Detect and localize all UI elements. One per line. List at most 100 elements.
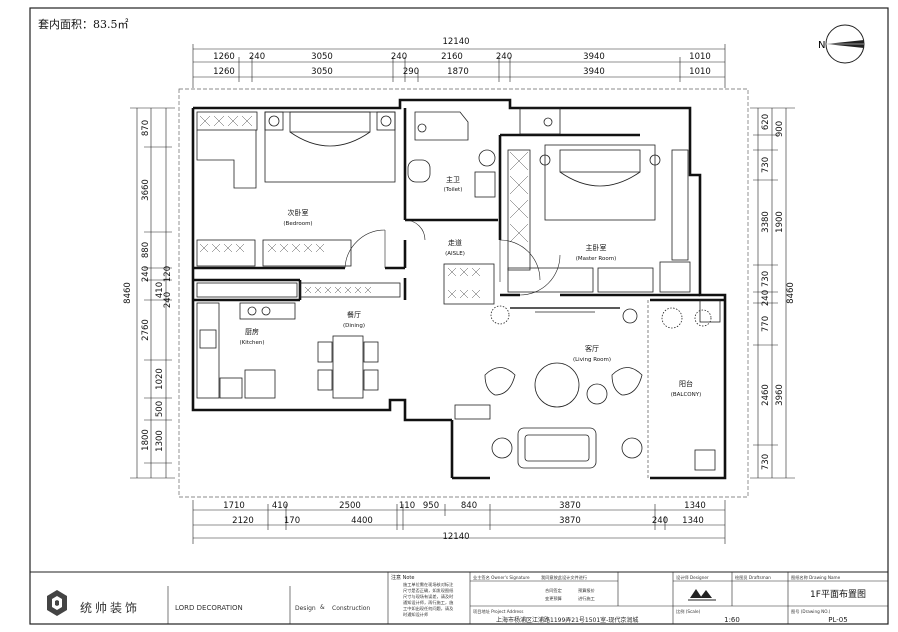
top-total: 12140 — [442, 37, 469, 47]
door-swings — [344, 219, 561, 296]
dim: 2760 — [141, 319, 151, 341]
top-dimension-labels: 12140 1260 240 3050 240 2160 240 3940 10… — [213, 37, 711, 77]
tagline-amp: & — [320, 604, 325, 611]
designer-label: 设计师 Designer — [676, 574, 709, 581]
notes-line: 通知设计师，再行施工，施 — [403, 599, 454, 606]
room-name-en: (Living Room) — [573, 357, 611, 363]
approve-text: 我同意按此设计文件进行 — [541, 574, 587, 581]
owner-signature-label: 业主签名 Owner's Signature — [473, 574, 530, 581]
dim: 3940 — [583, 52, 605, 62]
dim: 240 — [652, 516, 668, 526]
compass-icon: N — [818, 24, 865, 64]
dim: 1260 — [213, 67, 235, 77]
dim: 2460 — [761, 384, 771, 406]
dim: 730 — [761, 271, 771, 287]
project-address: 上海市杨浦区江浦路1199弄21号1501室-现代京润城 — [496, 616, 638, 624]
right-total: 8460 — [786, 282, 796, 304]
room-name: 厨房 — [245, 327, 259, 336]
dim: 2160 — [441, 52, 463, 62]
plan-border — [178, 88, 749, 498]
dim: 730 — [761, 157, 771, 173]
notes-line: 时通知设计师 — [403, 611, 428, 618]
draftsman-label: 绘图员 Draftsman — [735, 574, 771, 581]
dim: 950 — [423, 501, 439, 511]
dim: 240 — [163, 292, 173, 308]
dim: 2120 — [232, 516, 254, 526]
scale-value: 1:60 — [724, 616, 740, 624]
change-text: 变更预算 — [545, 595, 562, 602]
compass-label: N — [818, 40, 825, 51]
room-labels: 次卧室 (Bedroom) 主卫 (Toilet) 走道 (AISLE) 主卧室… — [240, 175, 702, 398]
dim: 3940 — [583, 67, 605, 77]
dim: 1340 — [684, 501, 706, 511]
dim: 1800 — [141, 429, 151, 451]
drawing-name: 1F平面布置图 — [810, 588, 866, 600]
dim: 3870 — [559, 501, 581, 511]
drawing-no-label: 图号 (Drawing NO.) — [791, 609, 831, 615]
logo-cn: 统帅装饰 — [80, 601, 140, 615]
tagline-design: Design — [295, 605, 316, 612]
dim: 900 — [775, 121, 785, 137]
notes-line: 施工单位需在现场核对标注 — [403, 581, 454, 588]
dim: 620 — [761, 114, 771, 130]
dim: 730 — [761, 454, 771, 470]
dim: 110 — [399, 501, 415, 511]
dim: 3660 — [141, 179, 151, 201]
dim: 1010 — [689, 52, 711, 62]
designer-signature-icon — [688, 589, 716, 601]
dim: 1260 — [213, 52, 235, 62]
room-name: 主卧室 — [586, 243, 607, 252]
budget-text: 预算报价 — [578, 587, 596, 594]
dim: 170 — [284, 516, 300, 526]
dim: 1020 — [155, 368, 165, 390]
dim: 1870 — [447, 67, 469, 77]
dim: 3050 — [311, 67, 333, 77]
dim: 2500 — [339, 501, 361, 511]
walls — [191, 98, 727, 480]
area-label: 套内面积：83.5㎡ — [38, 18, 129, 31]
room-name: 主卫 — [446, 175, 460, 184]
dimension-lines — [130, 44, 795, 544]
room-name-en: (Kitchen) — [240, 340, 265, 346]
dim: 1900 — [775, 211, 785, 233]
dim: 410 — [272, 501, 288, 511]
contract-text: 合同签定 — [545, 587, 562, 594]
project-address-label: 项目地址 Project Address — [473, 608, 523, 615]
dim: 240 — [496, 52, 512, 62]
dim: 3380 — [761, 211, 771, 233]
dim: 3870 — [559, 516, 581, 526]
dim: 870 — [141, 120, 151, 136]
notes-line: 尺寸与现场有误差，请及时 — [403, 593, 454, 600]
dim: 240 — [391, 52, 407, 62]
room-name: 次卧室 — [288, 208, 309, 217]
room-name: 餐厅 — [347, 310, 361, 319]
dim: 1300 — [155, 430, 165, 452]
room-name-en: (Toilet) — [444, 187, 463, 193]
build-text: 进行施工 — [578, 595, 595, 602]
tagline-construction: Construction — [332, 605, 370, 612]
dim: 240 — [141, 266, 151, 282]
bottom-dimension-labels: 1710 410 2500 110 950 840 3870 1340 2120… — [223, 501, 706, 542]
title-block: 统帅装饰 LORD DECORATION Design & Constructi… — [29, 571, 889, 625]
left-total: 8460 — [123, 282, 133, 304]
left-dimension-labels: 8460 870 3660 880 240 410 120 2760 1020 … — [123, 120, 173, 452]
dim: 880 — [141, 242, 151, 258]
dim: 240 — [249, 52, 265, 62]
notes-line: 尺寸是否正确，如发现图纸 — [403, 587, 454, 594]
room-name-en: (Master Room) — [576, 256, 617, 262]
room-name-en: (BALCONY) — [671, 392, 702, 398]
drawing-name-label: 图纸名称 Drawing Name — [791, 574, 841, 581]
room-name-en: (AISLE) — [445, 251, 465, 257]
scale-label: 比例 (Scale) — [676, 608, 701, 615]
dim: 1010 — [689, 67, 711, 77]
dim: 240 — [761, 290, 771, 306]
furniture — [196, 107, 721, 471]
right-dimension-labels: 8460 620 900 730 3380 1900 730 240 770 2… — [761, 114, 796, 470]
room-name: 客厅 — [585, 344, 599, 353]
drawing-no: PL-05 — [828, 616, 847, 624]
dim: 1340 — [682, 516, 704, 526]
dim: 120 — [163, 266, 173, 282]
room-name-en: (Bedroom) — [283, 221, 312, 227]
dim: 3960 — [775, 384, 785, 406]
room-name: 走道 — [448, 238, 462, 247]
